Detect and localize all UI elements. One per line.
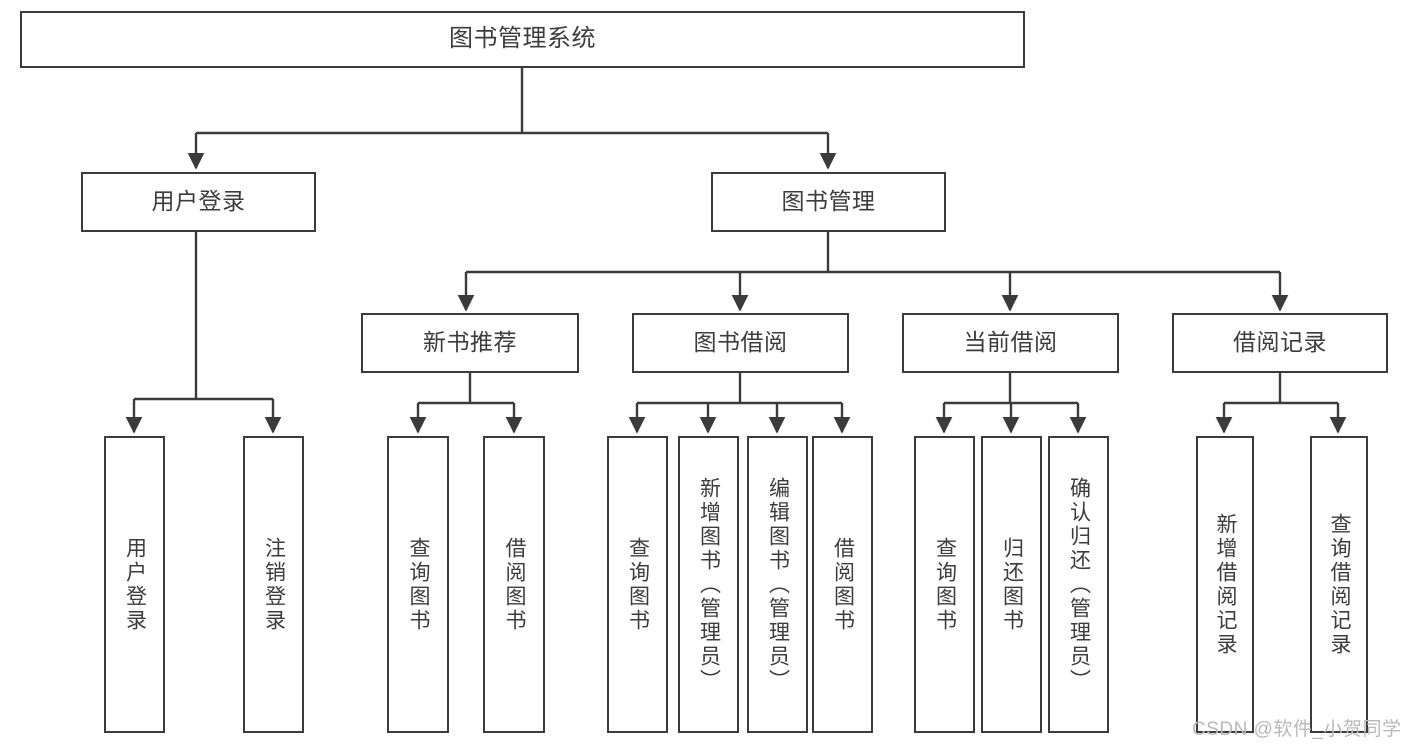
leaf-borrow-add-book-admin[interactable]: 新增图书（管理员） <box>678 436 739 733</box>
node-user-login[interactable]: 用户登录 <box>81 172 316 232</box>
node-label: 查询图书 <box>933 536 957 633</box>
node-new-book-recommend[interactable]: 新书推荐 <box>361 313 579 373</box>
node-label: 借阅图书 <box>503 536 527 633</box>
node-label: 查询借阅记录 <box>1328 512 1352 657</box>
leaf-borrow-query-book[interactable]: 查询图书 <box>607 436 668 733</box>
node-label: 确认归还（管理员） <box>1067 476 1091 693</box>
node-label: 查询图书 <box>407 536 431 633</box>
leaf-user-login-logout[interactable]: 注销登录 <box>243 436 304 733</box>
node-book-management[interactable]: 图书管理 <box>711 172 946 232</box>
node-label: 当前借阅 <box>963 329 1058 356</box>
node-label: 图书管理系统 <box>449 25 596 53</box>
node-label: 查询图书 <box>626 536 650 633</box>
node-borrow-record[interactable]: 借阅记录 <box>1172 313 1388 373</box>
node-label: 借阅图书 <box>831 536 855 633</box>
node-label: 借阅记录 <box>1233 329 1327 356</box>
leaf-record-add-record[interactable]: 新增借阅记录 <box>1196 436 1254 733</box>
node-label: 图书管理 <box>781 188 876 215</box>
node-label: 归还图书 <box>1000 536 1024 633</box>
node-label: 用户登录 <box>151 188 246 215</box>
node-book-borrow[interactable]: 图书借阅 <box>632 313 849 373</box>
leaf-borrow-borrow-book[interactable]: 借阅图书 <box>812 436 873 733</box>
leaf-current-return-book[interactable]: 归还图书 <box>981 436 1042 733</box>
csdn-watermark: CSDN @软件_小贺同学 <box>1192 719 1402 740</box>
node-current-borrow[interactable]: 当前借阅 <box>902 313 1119 373</box>
leaf-user-login-login[interactable]: 用户登录 <box>104 436 165 733</box>
node-label: 新书推荐 <box>423 329 517 356</box>
node-label: 用户登录 <box>123 536 147 633</box>
node-label: 注销登录 <box>262 536 286 633</box>
node-label: 编辑图书（管理员） <box>766 476 790 693</box>
leaf-recommend-borrow-book[interactable]: 借阅图书 <box>483 436 545 733</box>
node-root-system[interactable]: 图书管理系统 <box>20 11 1025 68</box>
node-label: 新增借阅记录 <box>1214 512 1238 657</box>
leaf-recommend-query-book[interactable]: 查询图书 <box>387 436 449 733</box>
leaf-current-confirm-return-admin[interactable]: 确认归还（管理员） <box>1048 436 1109 733</box>
leaf-current-query-book[interactable]: 查询图书 <box>914 436 975 733</box>
node-label: 图书借阅 <box>693 329 788 356</box>
leaf-record-query-record[interactable]: 查询借阅记录 <box>1310 436 1368 733</box>
node-label: 新增图书（管理员） <box>697 476 721 693</box>
leaf-borrow-edit-book-admin[interactable]: 编辑图书（管理员） <box>747 436 808 733</box>
